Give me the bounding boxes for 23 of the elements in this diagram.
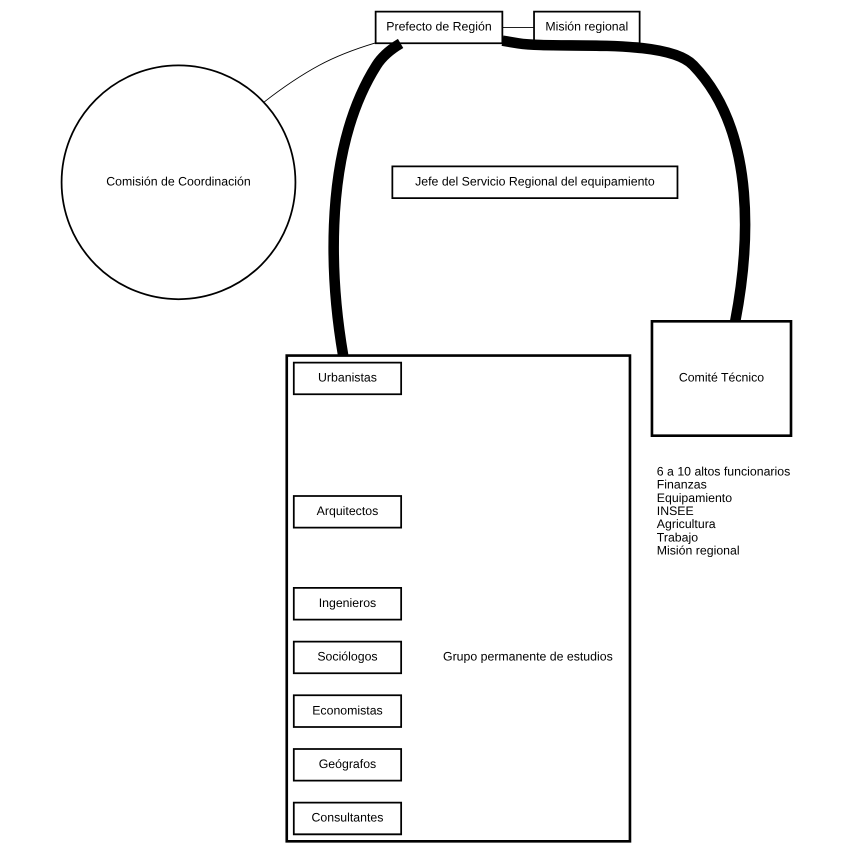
node-box: Sociólogos [292, 640, 402, 674]
node-label: Misión regional [656, 544, 740, 558]
node-box: Jefe del Servicio Regional del equipamiento [391, 166, 678, 199]
node-box: Economistas [292, 694, 402, 728]
node-label: Finanzas [656, 478, 707, 492]
node-box: Prefecto de Región [374, 10, 504, 44]
node-box: Consultantes [292, 802, 402, 836]
node-label: 6 a 10 altos funcionarios [656, 464, 790, 478]
node-label: Agricultura [656, 517, 716, 532]
node-label: Trabajo [656, 530, 698, 544]
node-box: Urbanistas [292, 362, 402, 396]
node-circle: Comisión de Coordinación [60, 64, 296, 300]
node-box: Geógrafos [292, 748, 402, 782]
node-label: INSEE [656, 504, 694, 518]
connector [328, 38, 404, 356]
connector [502, 35, 750, 322]
node-box: Comité Técnico [650, 320, 792, 437]
node-box: Arquitectos [292, 495, 402, 528]
connector [502, 27, 534, 28]
node-box: Misión regional [533, 10, 641, 44]
node-box: Ingenieros [292, 587, 402, 620]
node-label: Equipamiento [656, 490, 732, 505]
connector [264, 42, 376, 102]
